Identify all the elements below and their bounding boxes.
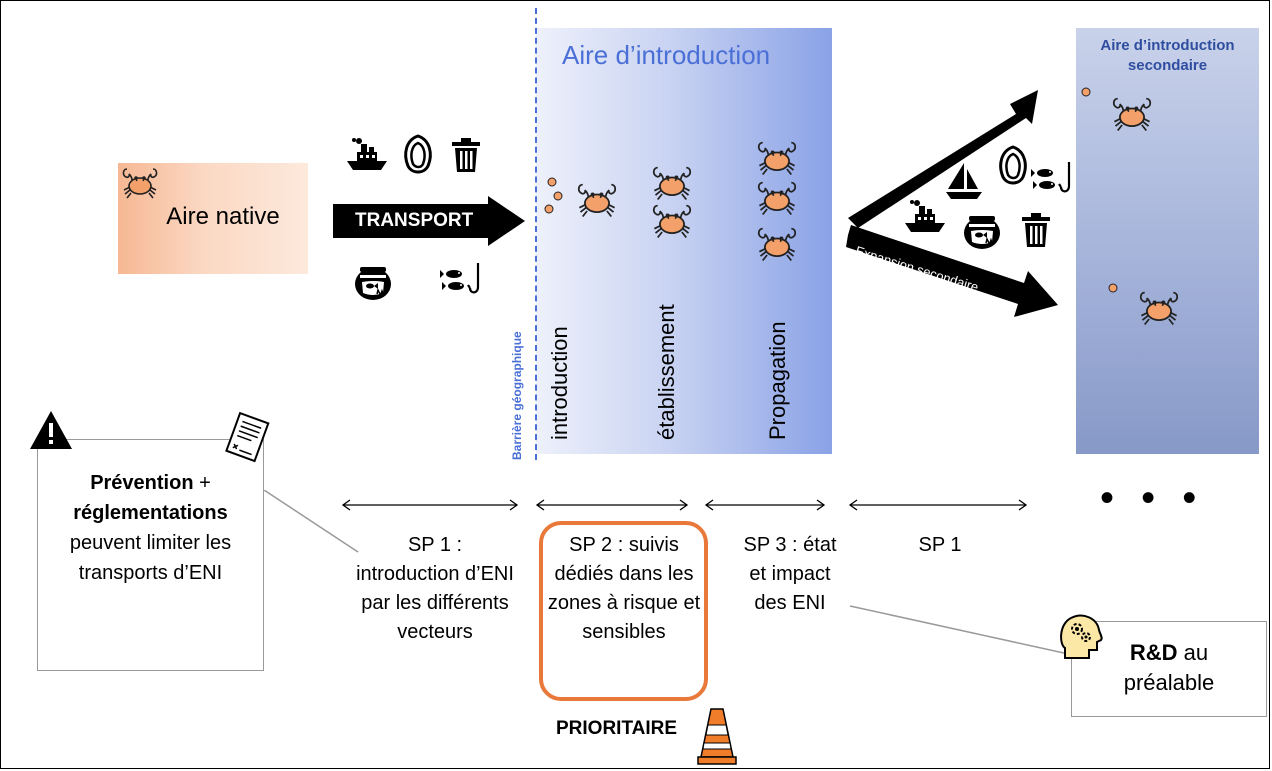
expansion-arrow-upper [848,90,1038,228]
expansion-arrow-lower [846,225,1058,317]
prevention-title: Prévention [90,472,194,494]
rd-box: R&D au préalable [1071,621,1267,717]
native-area: Aire native [118,163,308,274]
secondary-area-title: Aire d’introduction secondaire [1100,37,1235,74]
egg-icon [1081,87,1091,97]
geographic-barrier-line [535,8,537,460]
rd-text-1: au [1177,640,1209,665]
oyster-icon [997,145,1029,185]
sp1-description: SP 1 : introduction d’ENI par les différ… [356,534,514,643]
prevention-text: peuvent limiter les transports d’ENI [69,532,232,584]
brain-gears-icon [1060,614,1103,659]
traffic-cone-icon [697,708,737,765]
transport-arrow [333,196,525,246]
priority-highlight-box [539,521,708,701]
crab-icon [755,138,799,178]
fishing-icon [1031,160,1077,196]
fishbowl-icon [353,265,393,301]
ship-icon [345,137,389,173]
warning-icon [30,411,72,449]
priority-label: PRIORITAIRE [556,718,678,739]
introduction-area-title: Aire d’introduction [562,40,771,70]
ship-icon [903,199,947,235]
transport-label: TRANSPORT [355,210,474,231]
crab-icon [755,224,799,264]
crab-icon [755,178,799,218]
stage-propagation: Propagation [765,321,790,440]
egg-icon [1108,283,1118,293]
crab-icon [1137,288,1181,328]
crab-icon [1110,94,1154,134]
trash-icon [450,137,482,173]
crab-icon [575,180,619,220]
secondary-introduction-area [1076,28,1259,454]
crab-icon [650,163,694,203]
fishbowl-icon [962,214,1002,250]
crab-icon [120,165,160,201]
span-arrows [341,499,1028,511]
rd-text-2: préalable [1123,670,1215,695]
rd-connector [849,605,1074,656]
rd-title: R&D [1129,640,1178,665]
stage-introduction: introduction [547,326,572,440]
regulations-title: réglementations [73,502,228,524]
crab-icon [650,201,694,241]
continuation-dots: • • • [1100,476,1205,520]
sailboat-icon [944,161,984,201]
sp3-description: SP 3 : état et impact des ENI [743,534,837,614]
prevention-connector [264,490,359,553]
oyster-icon [402,134,434,174]
native-area-label: Aire native [166,203,280,230]
trash-icon [1020,212,1052,248]
prevention-box: Prévention + réglementations peuvent lim… [37,439,264,671]
sp2-description: SP 2 : suivis dédiés dans les zones à ri… [547,534,701,643]
prevention-plus: + [193,472,211,494]
document-icon [225,412,270,463]
sp1-right-label: SP 1 [918,534,962,556]
egg-icon [544,177,563,214]
fishing-icon [440,261,486,297]
stage-etablissement: établissement [654,304,679,440]
geographic-barrier-label: Barrière géographique [510,331,524,460]
